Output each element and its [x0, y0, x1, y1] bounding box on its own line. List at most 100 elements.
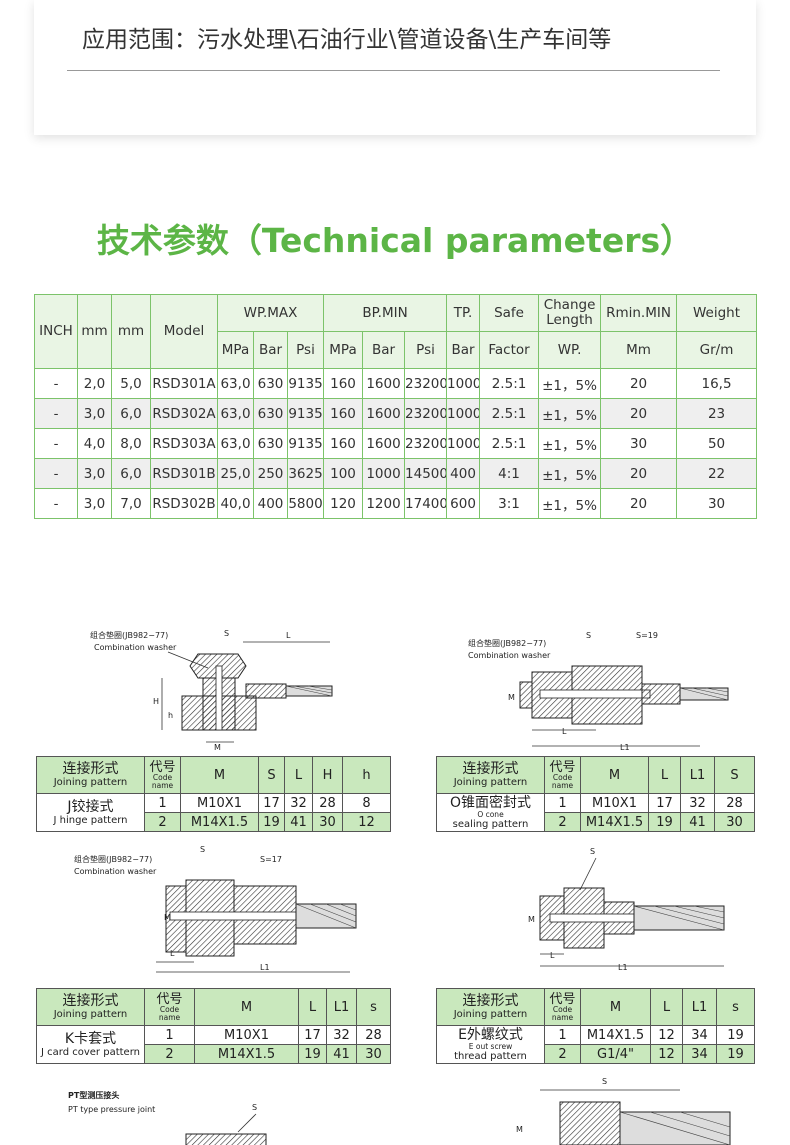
safe-factor-cell: 2.5:1 — [479, 398, 540, 429]
technical-parameters-table: INCH mm mm Model WP.MAX BP.MIN TP. Safe … — [34, 294, 758, 519]
s-cell: 19 — [716, 1025, 755, 1045]
dim-l1: L1 — [620, 743, 630, 752]
code-cell: 2 — [144, 812, 181, 832]
dim-l1: L1 — [260, 963, 270, 972]
bp-bar-cell: 1600 — [362, 368, 406, 399]
header-safe: Safe — [479, 294, 540, 332]
wp-mpa-cell: 63,0 — [217, 398, 254, 429]
l-cell: 17 — [648, 793, 681, 813]
drawing-o-cone: 组合垫圈(JB982−77) Combination washer S S=19… — [460, 626, 760, 756]
dim-l: L — [550, 951, 555, 960]
tp-bar-cell: 600 — [446, 488, 481, 519]
wp-mpa-cell: 63,0 — [217, 368, 254, 399]
header-m: M — [180, 756, 259, 794]
wp-bar-cell: 630 — [253, 398, 288, 429]
dim-s: S — [252, 1103, 257, 1112]
m-cell: G1/4" — [580, 1044, 651, 1064]
subheader-psi: Psi — [286, 331, 325, 369]
l-cell: 12 — [650, 1025, 683, 1045]
washer-label-cn: 组合垫圈(JB982−77) — [74, 854, 152, 864]
s-cell: 19 — [716, 1044, 755, 1064]
bp-psi-cell: 14500 — [404, 458, 448, 489]
section-title: 技术参数（Technical parameters） — [96, 221, 694, 260]
inch-cell: - — [34, 488, 78, 519]
dim-h-lower: h — [168, 711, 173, 720]
header-tp: TP. — [446, 294, 481, 332]
bp-mpa-cell: 160 — [323, 428, 364, 459]
code-cell: 2 — [144, 1044, 195, 1064]
header-inch: INCH — [34, 294, 78, 369]
header-m: M — [194, 988, 299, 1026]
dim-s: S — [200, 845, 205, 854]
change-length-cell: ±1，5% — [538, 488, 602, 519]
rmin-cell: 20 — [600, 368, 678, 399]
table-row: 2 M14X1.5 19 41 30 12 — [37, 812, 391, 832]
s-cell: 19 — [258, 812, 285, 832]
weight-cell: 22 — [676, 458, 758, 489]
subheader-psi: Psi — [404, 331, 448, 369]
wp-psi-cell: 9135 — [286, 428, 325, 459]
subheader-bar: Bar — [362, 331, 406, 369]
change-length-cell: ±1，5% — [538, 398, 602, 429]
rmin-cell: 20 — [600, 398, 678, 429]
dim-m: M — [164, 913, 171, 922]
dim-l: L — [562, 727, 567, 736]
bp-bar-cell: 1600 — [362, 398, 406, 429]
l1-cell: 32 — [680, 793, 715, 813]
washer-label-cn: 组合垫圈(JB982−77) — [468, 638, 546, 648]
mm-1-cell: 3,0 — [77, 488, 112, 519]
s-cell: 17 — [258, 793, 285, 813]
header-m: M — [580, 756, 649, 794]
card-divider — [67, 70, 720, 71]
mm-2-cell: 6,0 — [111, 458, 151, 489]
wp-bar-cell: 630 — [253, 428, 288, 459]
header-l1: L1 — [326, 988, 357, 1026]
mm-2-cell: 5,0 — [111, 368, 151, 399]
l1-cell: 41 — [680, 812, 715, 832]
wp-psi-cell: 9135 — [286, 398, 325, 429]
header-model: Model — [150, 294, 218, 369]
change-length-cell: ±1，5% — [538, 368, 602, 399]
dim-s: S — [602, 1077, 607, 1086]
bp-mpa-cell: 160 — [323, 368, 364, 399]
l1-cell: 34 — [682, 1044, 717, 1064]
m-cell: M10X1 — [580, 793, 649, 813]
code-cell: 1 — [144, 793, 181, 813]
bp-mpa-cell: 160 — [323, 398, 364, 429]
washer-label-en: Combination washer — [94, 643, 177, 652]
change-length-cell: ±1，5% — [538, 458, 602, 489]
header-m: M — [580, 988, 651, 1026]
header-s: S — [714, 756, 755, 794]
dim-s-19: S=19 — [636, 631, 658, 640]
dim-h-upper: H — [153, 697, 159, 706]
pt-label-en: PT type pressure joint — [68, 1105, 155, 1114]
model-cell: RSD302B — [150, 488, 218, 519]
table-header-row: INCH mm mm Model WP.MAX BP.MIN TP. Safe … — [34, 294, 758, 369]
drawing-e-thread: S M L L1 — [500, 844, 750, 979]
wp-bar-cell: 250 — [253, 458, 288, 489]
bp-psi-cell: 23200 — [404, 368, 448, 399]
header-l: L — [650, 988, 683, 1026]
dim-s: S — [586, 631, 591, 640]
drawing-k-card: 组合垫圈(JB982−77) Combination washer S S=17… — [70, 844, 370, 979]
table-row: 2 M14X1.5 19 41 30 — [37, 1044, 391, 1064]
drawing-j-hinge: 组合垫圈(JB982−77) Combination washer S L H … — [58, 626, 358, 756]
l-cell: 17 — [298, 1025, 327, 1045]
mm-1-cell: 3,0 — [77, 458, 112, 489]
code-cell: 1 — [544, 1025, 581, 1045]
m-cell: M14X1.5 — [194, 1044, 299, 1064]
